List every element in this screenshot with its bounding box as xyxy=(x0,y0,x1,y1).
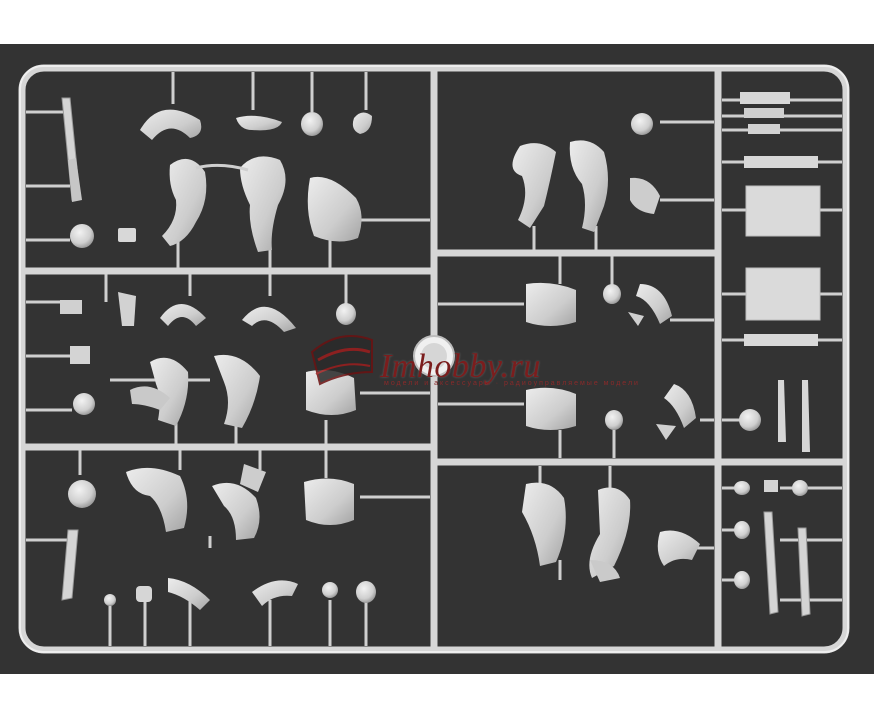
watermark-logo xyxy=(310,335,373,386)
left-panel-parts xyxy=(60,97,376,610)
right-panel-parts xyxy=(734,92,821,617)
watermark-tagline: модели и аксессуары · радиоуправляемые м… xyxy=(384,380,640,387)
watermark-brand: Imhobby.ru xyxy=(380,348,541,385)
sprue-frame xyxy=(18,64,850,654)
middle-panel-parts xyxy=(413,113,761,582)
